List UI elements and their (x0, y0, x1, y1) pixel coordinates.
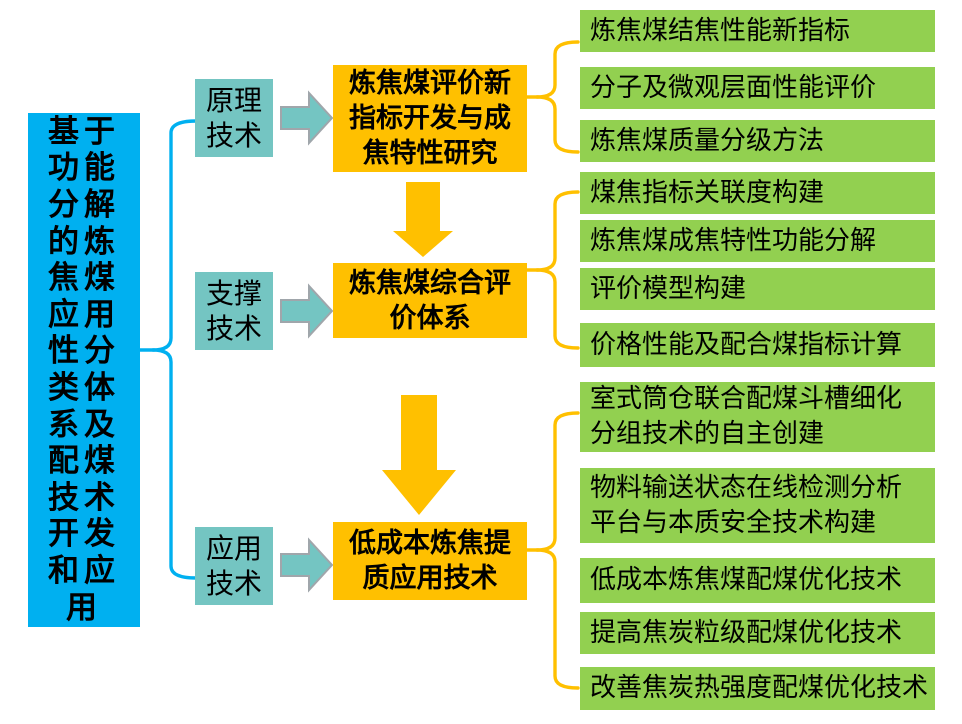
down-arrow-icon (382, 395, 456, 515)
item-box: 室式筒仓联合配煤斗槽细化 分组技术的自主创建 (580, 382, 935, 452)
phase-node-low-cost-application: 低成本炼焦提 质应用技术 (333, 522, 527, 600)
yellow-brace-bottom-connector (535, 411, 580, 690)
item-box: 分子及微观层面性能评价 (580, 67, 935, 109)
blue-brace-connector (151, 119, 198, 580)
item-box: 价格性能及配合煤指标计算 (580, 323, 935, 367)
phase-node-comprehensive-evaluation: 炼焦煤综合评 价体系 (333, 263, 527, 338)
yellow-brace-middle-connector (535, 190, 580, 350)
yellow-brace-top-connector (535, 40, 580, 154)
category-node-support-tech: 支撑 技术 (195, 272, 273, 350)
item-box: 炼焦煤成焦特性功能分解 (580, 220, 935, 262)
right-arrow-icon (280, 90, 334, 146)
item-box: 煤焦指标关联度构建 (580, 172, 935, 214)
item-box: 炼焦煤质量分级方法 (580, 120, 935, 162)
category-node-principle-tech: 原理 技术 (195, 79, 273, 157)
root-node: 基于 功能 分解 的炼 焦煤 应用 性分 类体 系及 配煤 技术 开发 和应 用 (28, 113, 140, 627)
item-box: 物料输送状态在线检测分析 平台与本质安全技术构建 (580, 468, 935, 543)
phase-node-evaluation-indicator: 炼焦煤评价新 指标开发与成 焦特性研究 (333, 65, 527, 172)
down-arrow-icon (393, 182, 453, 257)
item-box: 评价模型构建 (580, 268, 935, 310)
item-box: 炼焦煤结焦性能新指标 (580, 10, 935, 52)
item-box: 低成本炼焦煤配煤优化技术 (580, 558, 935, 603)
item-box: 提高焦炭粒级配煤优化技术 (580, 612, 935, 654)
item-box: 改善焦炭热强度配煤优化技术 (580, 667, 935, 710)
right-arrow-icon (280, 283, 334, 339)
right-arrow-icon (280, 537, 334, 593)
category-node-application-tech: 应用 技术 (195, 527, 273, 605)
